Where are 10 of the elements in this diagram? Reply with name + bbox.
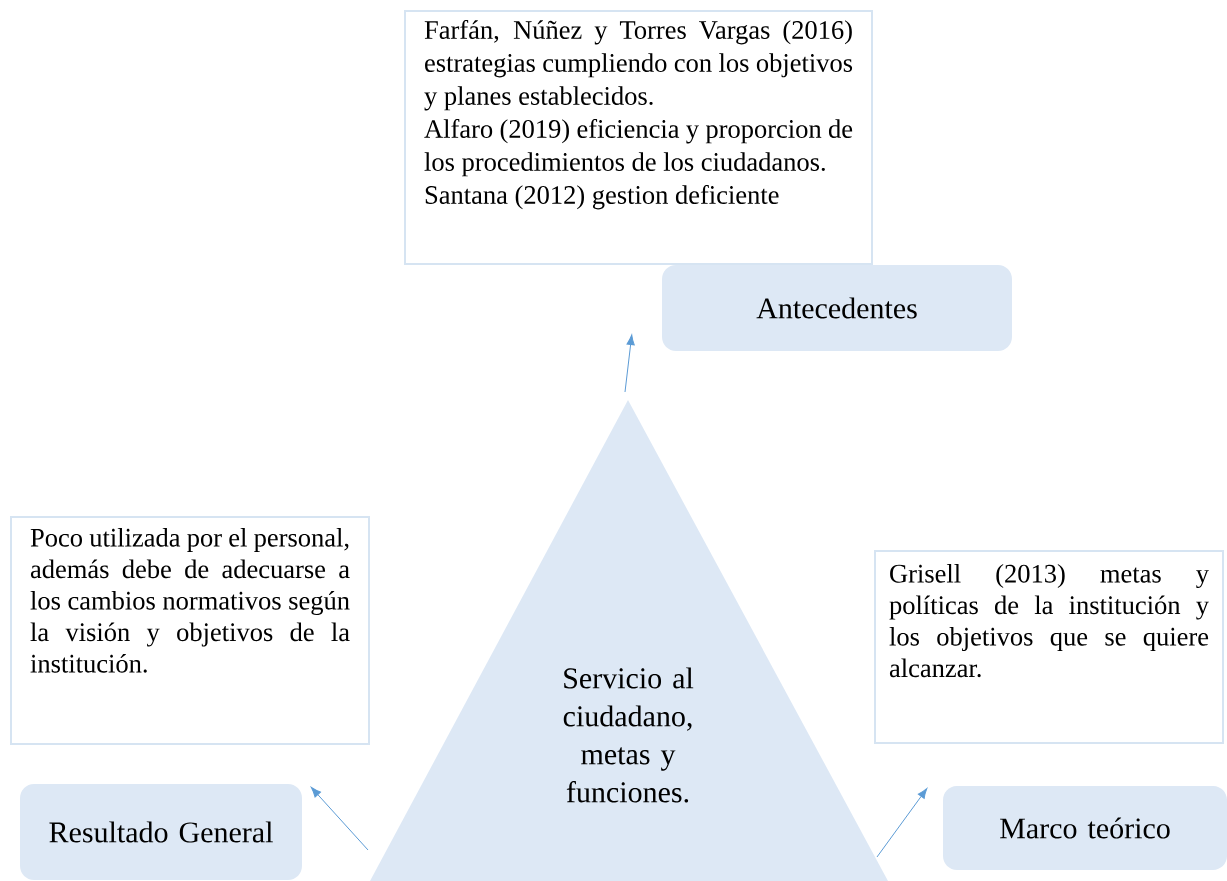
arrow — [624, 334, 635, 393]
label-box: Antecedentes — [662, 265, 1012, 351]
triangle: Servicio al ciudadano, metas y funciones. — [370, 400, 888, 881]
text-box: Grisell (2013) metas y políticas de la institución y los objetivos que se quiere alcanzar. — [874, 550, 1224, 744]
label-box: Marco teórico — [943, 786, 1227, 870]
label-box: Resultado General — [20, 784, 302, 880]
arrow — [310, 787, 369, 851]
text-box: Poco utilizada por el personal, además debe de adecuarse a los cambios normativos según la visión y objetivos de la institución. — [10, 516, 370, 745]
text-box: Farfán, Núñez y Torres Vargas (2016) estrategias cumpliendo con los objetivos y planes establecidos. Alfaro (2019) eficiencia y proporcion de los procedimientos de los ciudadanos. Santana (2012) gestion deficiente — [404, 10, 873, 265]
arrow — [876, 788, 928, 858]
